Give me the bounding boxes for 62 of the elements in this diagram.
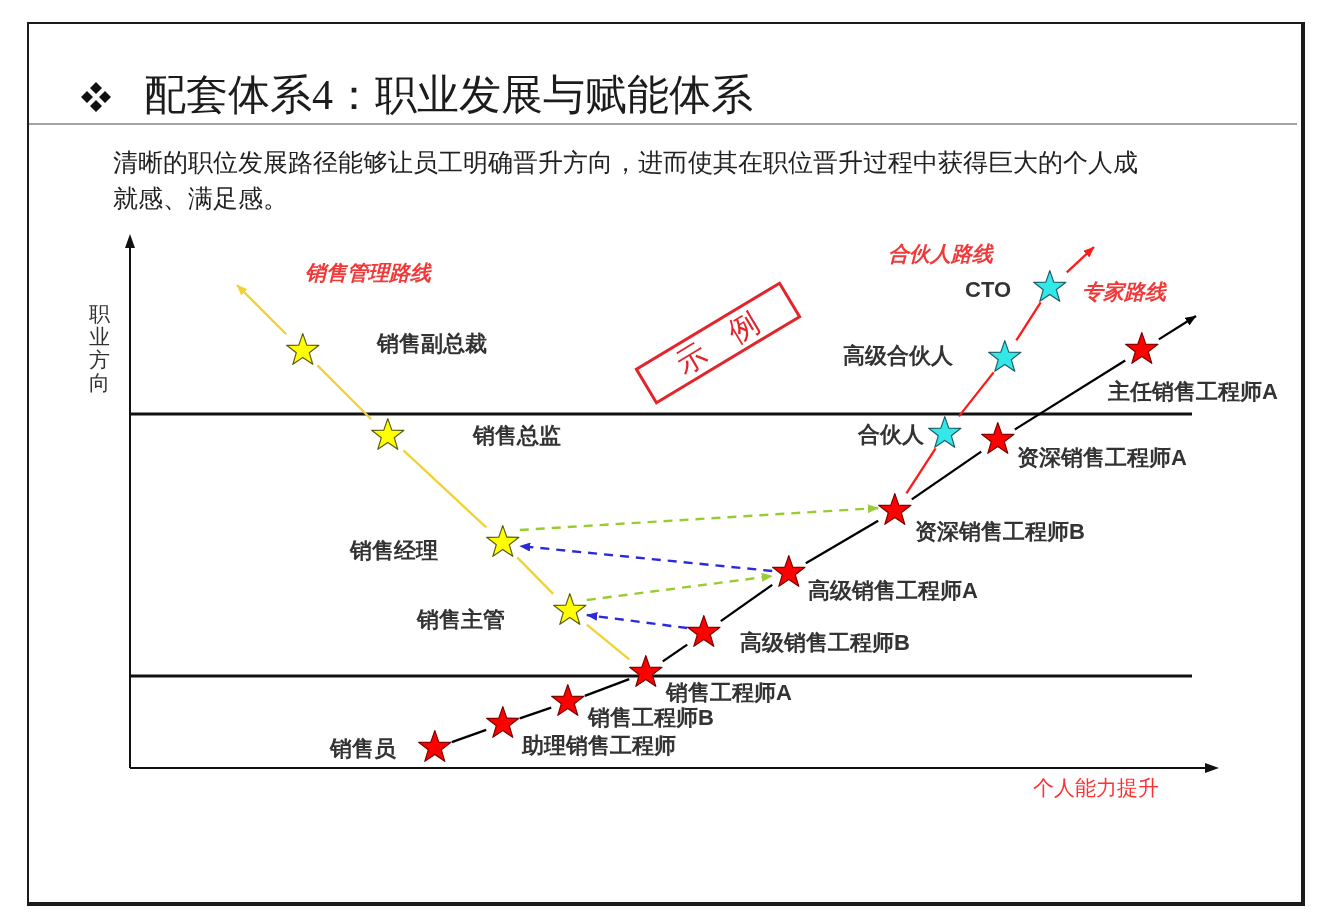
- star-icon: [928, 416, 962, 449]
- career-path-arrow: [236, 284, 287, 335]
- job-title-label: 高级合伙人: [843, 344, 953, 368]
- job-title-label: 主任销售工程师A: [1108, 380, 1278, 404]
- route-label: 销售管理路线: [305, 261, 431, 285]
- axis-title: 职业方向: [89, 302, 110, 395]
- job-title-label: 合伙人: [858, 423, 924, 447]
- job-title-label: 助理销售工程师: [522, 734, 676, 758]
- career-path-line: [584, 678, 630, 697]
- job-title-label: 销售副总裁: [377, 332, 487, 356]
- job-title-label: 高级销售工程师B: [740, 631, 910, 655]
- career-path-line: [516, 556, 554, 595]
- job-title-label: 销售工程师A: [666, 681, 792, 705]
- job-title-label: 销售总监: [473, 424, 561, 448]
- star-icon: [878, 493, 912, 526]
- star-icon: [286, 333, 320, 366]
- star-icon: [486, 525, 520, 558]
- intro-paragraph: 清晰的职位发展路径能够让员工明确晋升方向，进而使其在职位晋升过程中获得巨大的个人成就感、满足感。: [113, 147, 1139, 214]
- star-icon: [981, 422, 1015, 455]
- dashed-transfer-arrow: [519, 504, 879, 532]
- career-path-line: [911, 450, 982, 501]
- job-title-label: 资深销售工程师B: [915, 520, 1085, 544]
- star-icon: [418, 730, 452, 763]
- star-icon: [772, 555, 806, 588]
- career-path-line: [402, 449, 487, 529]
- star-icon: [553, 593, 587, 626]
- star-icon: [687, 615, 721, 648]
- stamp-text: 示 例: [671, 306, 765, 380]
- job-title-label: 销售员: [330, 737, 396, 761]
- career-path-line: [519, 706, 552, 720]
- star-icon: [486, 706, 520, 739]
- career-path-line: [905, 447, 937, 495]
- career-path-line: [316, 364, 372, 420]
- dashed-transfer-arrow: [519, 542, 773, 573]
- career-path-line: [958, 371, 995, 418]
- career-path-arrow: [1158, 315, 1197, 341]
- example-stamp: [634, 281, 802, 405]
- axis-title: 个人能力提升: [1033, 776, 1159, 800]
- job-title-label: CTO: [965, 278, 1012, 302]
- career-path-line: [662, 643, 688, 663]
- job-title-label: 资深销售工程师A: [1017, 446, 1187, 470]
- dashed-transfer-arrow: [586, 572, 773, 602]
- job-title-label: 销售主管: [417, 608, 505, 632]
- star-icon: [371, 418, 405, 451]
- star-icon: [551, 684, 585, 717]
- job-title-label: 高级销售工程师A: [808, 579, 978, 603]
- route-label: 专家路线: [1082, 280, 1166, 304]
- career-path-line: [1014, 359, 1126, 431]
- star-icon: [1125, 332, 1159, 365]
- job-title-label: 销售经理: [350, 539, 438, 563]
- star-icon: [1033, 270, 1067, 303]
- job-title-label: 销售工程师B: [588, 706, 714, 730]
- career-path-line: [586, 623, 630, 661]
- dashed-transfer-arrow: [586, 611, 688, 630]
- career-path-line: [805, 519, 879, 565]
- career-path-arrow: [1066, 246, 1095, 274]
- career-path-line: [720, 583, 773, 623]
- route-label: 合伙人路线: [888, 242, 993, 266]
- star-icon: [629, 655, 663, 688]
- star-icon: [988, 340, 1022, 373]
- career-path-line: [1015, 301, 1042, 342]
- slide-title: 配套体系4：职业发展与赋能体系: [144, 71, 753, 120]
